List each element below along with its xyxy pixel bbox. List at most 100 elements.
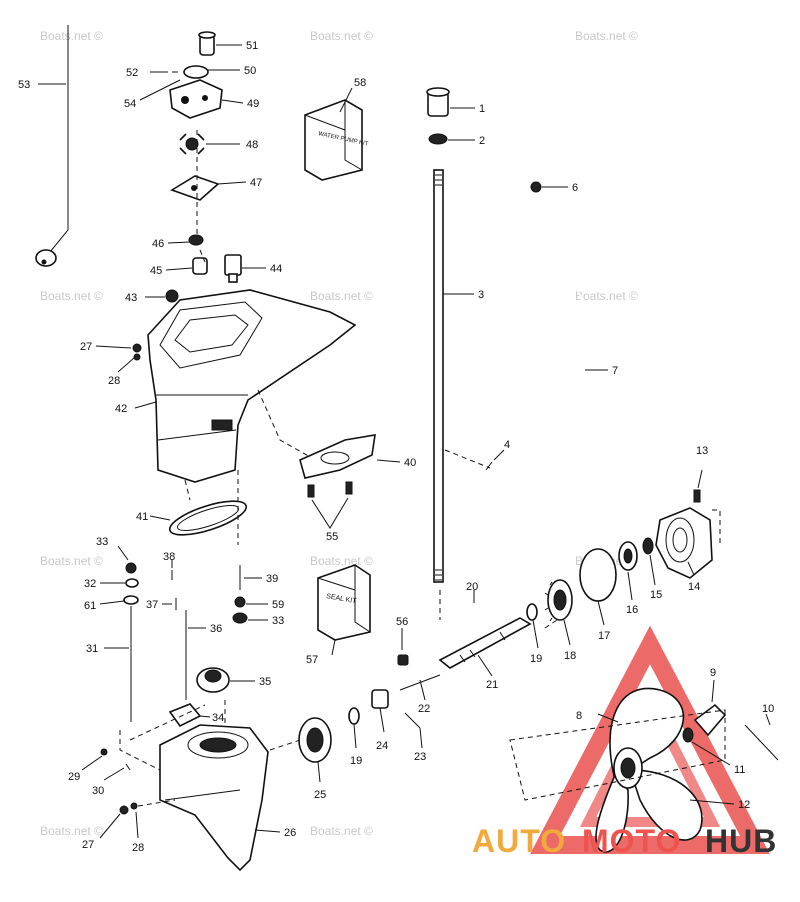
bushing-parts [426,87,450,145]
callout-30: 30 [92,785,104,797]
callout-1: 1 [479,103,485,115]
callout-18: 18 [564,650,576,662]
water-pump-kit-box: WATER PUMP KIT [304,99,369,181]
callout-7: 7 [612,365,618,377]
reverse-gear [544,579,573,622]
callout-48: 48 [246,139,258,151]
callout-55: 55 [326,531,338,543]
callout-53: 53 [18,79,30,91]
callout-21: 21 [486,679,498,691]
logo-text-hub: HUB [705,823,777,859]
callout-9: 9 [710,667,716,679]
callout-8: 8 [576,710,582,722]
callout-25: 25 [314,789,326,801]
callout-51: 51 [246,40,258,52]
callout-22: 22 [418,703,430,715]
bearing-carrier [655,489,721,579]
logo-text-auto: AUTO [472,823,566,859]
callout-37: 37 [146,599,158,611]
callout-49: 49 [247,98,259,110]
logo-text-moto: MOTO [582,823,681,859]
callout-24: 24 [376,740,388,752]
watermark: Boats.net © [575,29,638,43]
washer-19 [348,707,360,725]
callout-15: 15 [650,589,662,601]
callout-3: 3 [478,289,484,301]
callout-19: 19 [530,653,542,665]
forward-gear [298,717,332,763]
watermark: Boats.net © [575,289,638,303]
left-side-fasteners [119,562,248,771]
callout-46: 46 [152,238,164,250]
callout-36: 36 [210,623,222,635]
clutch-parts [371,674,441,729]
watermark: Boats.net © [40,29,103,43]
watermark: Boats.net © [40,554,103,568]
callout-31: 31 [86,643,98,655]
drive-shaft [433,169,444,583]
callout-54: 54 [124,98,136,110]
seal-kit-box: SEAL KIT [317,564,371,641]
watermark: Boats.net © [310,554,373,568]
callout-14: 14 [688,581,700,593]
pin-4 [485,461,493,471]
small-fittings [165,234,242,303]
callout-17: 17 [598,630,610,642]
lower-bolts [100,748,176,815]
callouts: 51 50 52 54 49 48 47 53 58 46 45 44 43 2… [18,40,774,854]
callout-27: 27 [80,341,92,353]
callout-33: 33 [96,536,108,548]
callout-52: 52 [126,67,138,79]
callout-45: 45 [150,265,162,277]
watermark: Boats.net © [310,29,373,43]
callout-23: 23 [414,751,426,763]
nut-56 [397,654,409,666]
callout-28: 28 [132,842,144,854]
gearcase-housing [129,704,301,872]
callout-2: 2 [479,135,485,147]
callout-19: 19 [350,755,362,767]
callout-47: 47 [250,177,262,189]
callout-11: 11 [734,764,745,776]
gasket-41 [168,500,248,536]
anticavitation-plate [257,389,376,529]
callout-32: 32 [84,578,96,590]
automotohub-logo: AUTO MOTO HUB [472,823,777,859]
callout-28: 28 [108,375,120,387]
callout-12: 12 [738,799,750,811]
water-pump-parts [169,31,223,201]
callout-38: 38 [163,551,175,563]
callout-39: 39 [266,573,278,585]
watermark: Boats.net © [40,824,103,838]
callout-6: 6 [572,182,578,194]
propeller-group [509,617,779,853]
callout-57: 57 [306,654,318,666]
callout-13: 13 [696,445,708,457]
callout-42: 42 [115,403,127,415]
callout-44: 44 [270,263,282,275]
callout-27: 27 [82,839,94,851]
callout-20: 20 [466,581,478,593]
callout-40: 40 [404,457,416,469]
alignment-lines [184,130,441,725]
watermark: Boats.net © [310,289,373,303]
washer-19 [526,603,538,621]
seals-and-bearing [579,537,654,602]
callout-29: 29 [68,771,80,783]
callout-26: 26 [284,827,296,839]
callout-43: 43 [125,292,137,304]
shift-rod-part [35,25,69,267]
callout-35: 35 [259,676,271,688]
watermark: Boats.net © [310,824,373,838]
callout-56: 56 [396,616,408,628]
callout-61: 61 [84,600,96,612]
callout-59: 59 [272,599,284,611]
watermark: Boats.net © [40,289,103,303]
callout-16: 16 [626,604,638,616]
shift-shaft [530,181,583,491]
driveshaft-housing [132,289,357,483]
callout-4: 4 [504,439,510,451]
callout-10: 10 [762,703,774,715]
callout-33: 33 [272,615,284,627]
